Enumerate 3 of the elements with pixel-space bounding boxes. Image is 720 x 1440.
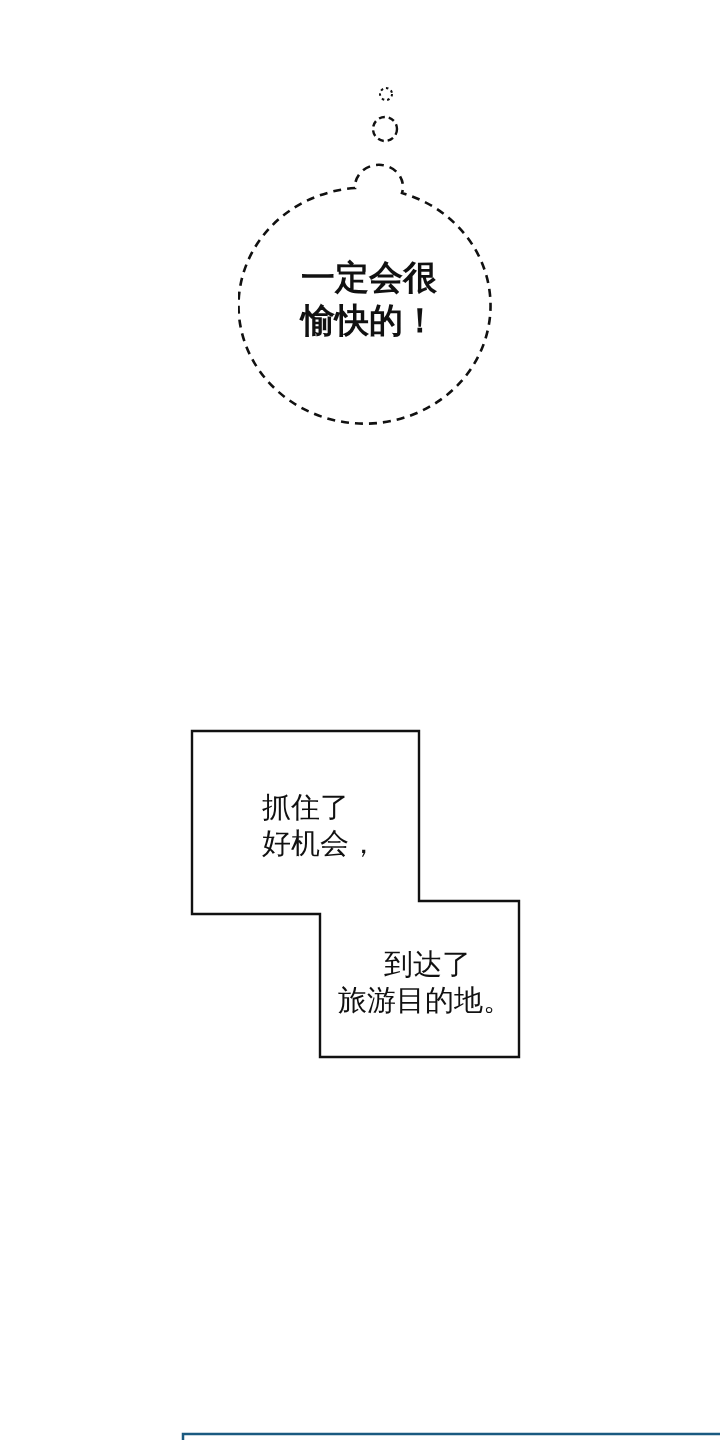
- caption-text: 抓住了好机会，: [262, 790, 378, 861]
- bubble-text: 一定会很愉快的！: [301, 257, 437, 340]
- caption-text: 到达了旅游目的地。: [338, 947, 512, 1018]
